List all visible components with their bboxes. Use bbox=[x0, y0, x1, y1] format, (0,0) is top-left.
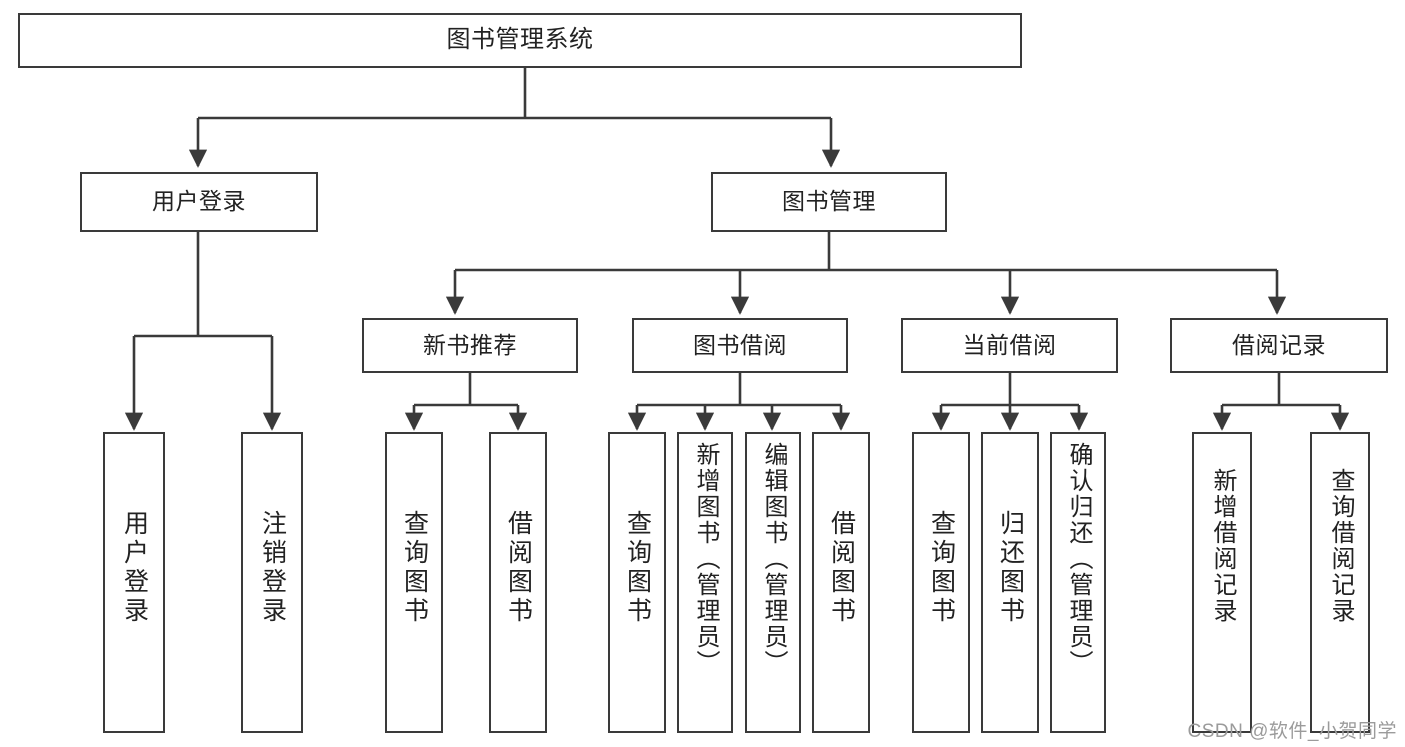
node-label: 图书管理系统 bbox=[446, 26, 594, 54]
leaf-edit-book[interactable]: 编辑图书（管理员） bbox=[745, 432, 801, 733]
node-current-borrow[interactable]: 当前借阅 bbox=[901, 318, 1118, 373]
leaf-borrow-book-borrow[interactable]: 借阅图书 bbox=[812, 432, 870, 733]
leaf-query-book-borrow[interactable]: 查询图书 bbox=[608, 432, 666, 733]
node-label: 查询借阅记录 bbox=[1327, 468, 1354, 624]
node-book-manage[interactable]: 图书管理 bbox=[711, 172, 947, 232]
csdn-watermark: CSDN @软件_小贺同学 bbox=[1187, 721, 1397, 742]
node-root-system[interactable]: 图书管理系统 bbox=[18, 13, 1022, 68]
node-label: 用户登录 bbox=[120, 510, 149, 626]
node-label: 归还图书 bbox=[996, 510, 1025, 626]
node-label: 确认归还（管理员） bbox=[1065, 442, 1092, 676]
leaf-borrow-book-recommend[interactable]: 借阅图书 bbox=[489, 432, 547, 733]
node-label: 注销登录 bbox=[258, 510, 287, 626]
leaf-query-book-current[interactable]: 查询图书 bbox=[912, 432, 970, 733]
leaf-logout-login[interactable]: 注销登录 bbox=[241, 432, 303, 733]
node-borrow-record[interactable]: 借阅记录 bbox=[1170, 318, 1388, 373]
node-label: 当前借阅 bbox=[962, 331, 1057, 358]
leaf-confirm-return[interactable]: 确认归还（管理员） bbox=[1050, 432, 1106, 733]
leaf-return-book[interactable]: 归还图书 bbox=[981, 432, 1039, 733]
node-label: 查询图书 bbox=[400, 510, 429, 626]
node-user-login[interactable]: 用户登录 bbox=[80, 172, 318, 232]
node-label: 图书管理 bbox=[782, 188, 876, 215]
node-label: 新书推荐 bbox=[423, 331, 517, 358]
node-label: 借阅记录 bbox=[1232, 331, 1326, 358]
node-label: 用户登录 bbox=[152, 188, 246, 215]
leaf-user-login[interactable]: 用户登录 bbox=[103, 432, 165, 733]
node-book-borrow[interactable]: 图书借阅 bbox=[632, 318, 848, 373]
node-label: 查询图书 bbox=[623, 510, 652, 626]
node-label: 借阅图书 bbox=[504, 510, 533, 626]
node-label: 图书借阅 bbox=[693, 331, 787, 358]
leaf-query-borrow-record[interactable]: 查询借阅记录 bbox=[1310, 432, 1370, 733]
node-label: 借阅图书 bbox=[827, 510, 856, 626]
leaf-query-book-recommend[interactable]: 查询图书 bbox=[385, 432, 443, 733]
node-label: 编辑图书（管理员） bbox=[760, 442, 787, 676]
node-label: 新增图书（管理员） bbox=[692, 442, 719, 676]
node-label: 新增借阅记录 bbox=[1209, 468, 1236, 624]
node-label: 查询图书 bbox=[927, 510, 956, 626]
leaf-add-book[interactable]: 新增图书（管理员） bbox=[677, 432, 733, 733]
node-new-book-recommend[interactable]: 新书推荐 bbox=[362, 318, 578, 373]
leaf-add-borrow-record[interactable]: 新增借阅记录 bbox=[1192, 432, 1252, 733]
